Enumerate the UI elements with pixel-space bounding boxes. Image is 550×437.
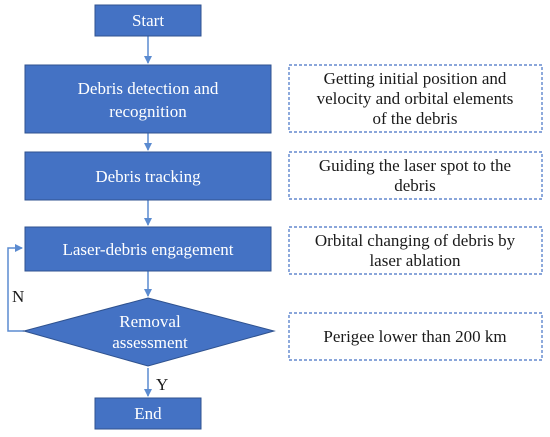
- assessment-decision: [22, 297, 276, 367]
- start-label: Start: [132, 11, 164, 30]
- end-label: End: [134, 404, 162, 423]
- connectors: [7, 36, 152, 397]
- detection-note: [288, 64, 543, 133]
- tracking-note: [288, 151, 543, 200]
- engagement-note-line-1: Orbital changing of debris by: [315, 231, 516, 250]
- detection-note-line-1: Getting initial position and: [324, 69, 507, 88]
- assessment-label-line-2: assessment: [112, 333, 188, 352]
- engagement-label: Laser-debris engagement: [63, 240, 234, 259]
- detection-label-line-1: Debris detection and: [78, 79, 219, 98]
- detection-note-line-2: velocity and orbital elements: [317, 89, 514, 108]
- tracking-node: [24, 151, 272, 201]
- engagement-note: [288, 226, 543, 275]
- detection-note-line-3: of the debris: [373, 109, 458, 128]
- tracking-note-line-2: debris: [394, 176, 436, 195]
- engagement-node: [24, 226, 272, 272]
- engagement-note-line-2: laser ablation: [369, 251, 461, 270]
- detection-node: [24, 64, 272, 134]
- branch-label-no: N: [12, 287, 24, 306]
- tracking-note-line-1: Guiding the laser spot to the: [319, 156, 511, 175]
- detection-label-line-2: recognition: [109, 102, 187, 121]
- end-node: [94, 397, 202, 430]
- start-node: [94, 4, 202, 37]
- arrow-no-loop: [7, 244, 24, 332]
- assessment-label-line-1: Removal: [119, 312, 181, 331]
- tracking-label: Debris tracking: [95, 167, 201, 186]
- assessment-note-line-1: Perigee lower than 200 km: [323, 327, 506, 346]
- assessment-note: [288, 312, 543, 361]
- branch-label-yes: Y: [156, 375, 168, 394]
